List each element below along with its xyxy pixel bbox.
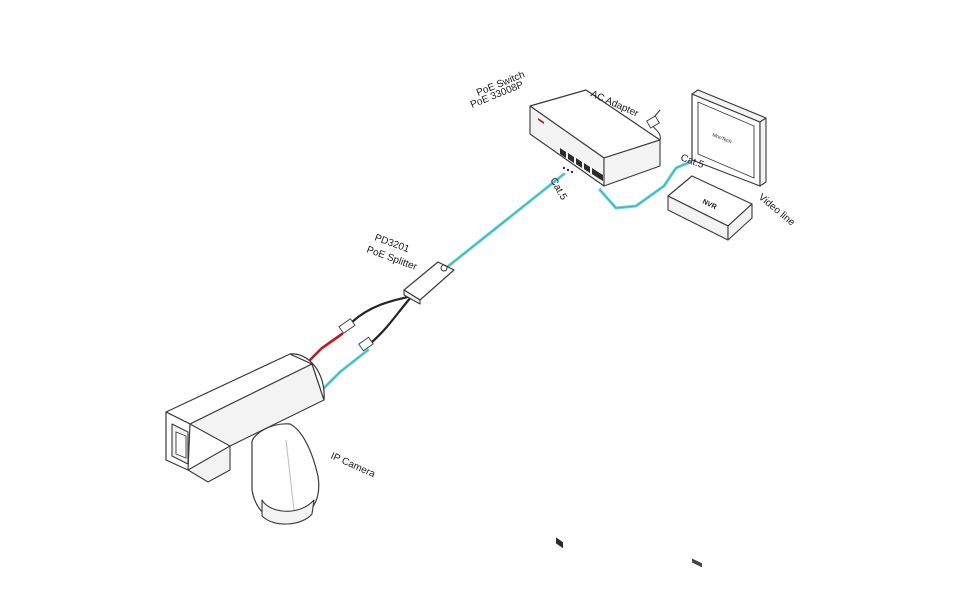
power-lead-red <box>308 332 344 362</box>
video-line-label: Video line <box>756 192 797 229</box>
cat5-label-switch: Cat.5 <box>547 176 569 203</box>
switch-ports <box>556 537 563 549</box>
power-lead-black-2 <box>370 294 414 344</box>
ip-camera <box>165 353 325 525</box>
cat5-cable-splitter-to-camera <box>322 348 370 390</box>
cat5-cable-switch-to-splitter <box>444 172 566 270</box>
power-connector <box>338 318 374 352</box>
monitor: MonTech <box>691 89 767 187</box>
ac-adapter <box>646 109 661 141</box>
ip-camera-label: IP Camera <box>329 451 377 481</box>
power-lead-black <box>350 294 414 324</box>
poe-splitter <box>403 261 455 305</box>
nvr: NVR <box>667 175 753 568</box>
poe-switch <box>529 89 661 549</box>
cat5-cable-switch-to-nvr <box>598 160 692 210</box>
